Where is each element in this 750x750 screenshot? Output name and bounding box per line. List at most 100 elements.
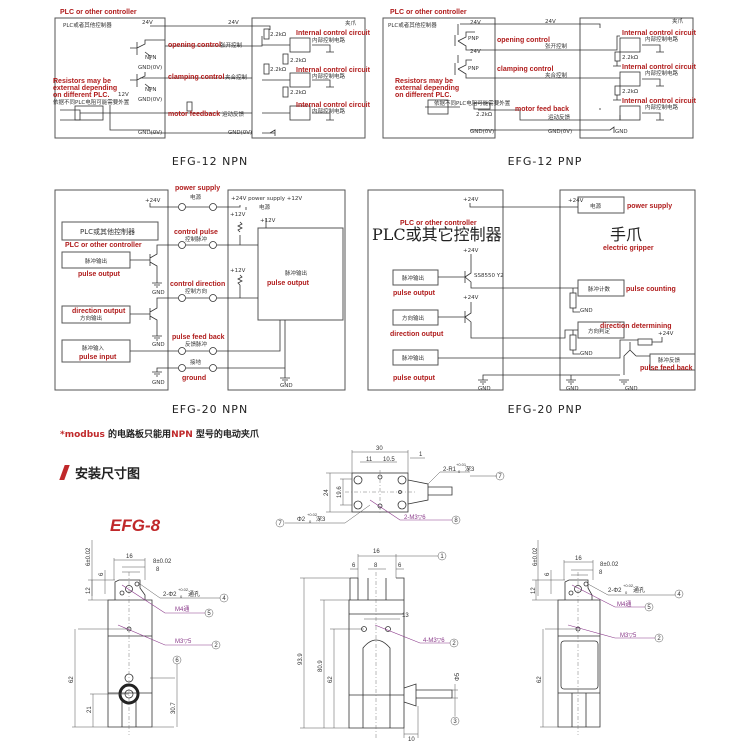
gripper-box bbox=[559, 189, 696, 391]
internal-circuit-label: Internal control circuit bbox=[296, 30, 371, 37]
efg8-left-view: 16 8±0.02 8 6±0.02 6 12 2-Φ2 +0.02 0 通孔 … bbox=[69, 540, 229, 735]
ground-icon bbox=[609, 44, 664, 133]
callout-5: 5 bbox=[644, 602, 654, 612]
power-cn: 电源 bbox=[590, 202, 602, 210]
callout-1: 1 bbox=[437, 551, 447, 561]
pulse-input-cn: 脉冲输入 bbox=[82, 344, 105, 352]
gnd-label: GND(0V) bbox=[470, 129, 494, 135]
callout-7: 7 bbox=[275, 518, 285, 528]
callout-number: 4 bbox=[677, 592, 681, 598]
optocoupler-icon bbox=[619, 71, 641, 87]
plc-label-en: PLC or other controller bbox=[60, 9, 137, 16]
pulse-feedback-cn: 反馈脉冲 bbox=[185, 340, 208, 348]
resistor-note: on different PLC. bbox=[395, 92, 451, 99]
callout-number: 5 bbox=[647, 605, 651, 611]
direction-output-cn: 方向输出 bbox=[80, 314, 102, 322]
callout-3: 3 bbox=[450, 716, 460, 726]
dim-label: 6 bbox=[545, 572, 551, 576]
gripper-label-en: electric gripper bbox=[603, 245, 654, 252]
resistor-note: external depending bbox=[53, 85, 117, 92]
ground-icon bbox=[269, 44, 334, 136]
voltage-label: 24V bbox=[228, 20, 239, 26]
plc-name-cn: PLC或其他控制器 bbox=[80, 227, 135, 236]
dim-width: 16 bbox=[126, 554, 133, 560]
dim-width: 16 bbox=[373, 549, 380, 555]
power-box bbox=[577, 196, 625, 214]
optocoupler-icon bbox=[289, 37, 311, 53]
callout-number: 3 bbox=[453, 719, 457, 725]
callout-7: 7 bbox=[495, 471, 505, 481]
motor-feedback-cn: 运动反馈 bbox=[222, 110, 245, 118]
clamping-control-label: clamping control bbox=[497, 66, 553, 73]
dim-label: 8 bbox=[599, 570, 603, 576]
plc-label-cn: PLC或其它控制器 bbox=[372, 225, 502, 244]
efg8-top-view: 30 11 10.5 1 24 19.6 2-R1 +0.01 0 深3 Φ2 … bbox=[275, 446, 505, 528]
note-text: 型号的电动夹爪 bbox=[192, 430, 259, 440]
pulse-feedback-box bbox=[649, 353, 696, 371]
direction-output-box bbox=[61, 305, 131, 324]
power-supply-cn: 电源 bbox=[190, 193, 202, 201]
pulse-module-cn: 脉冲输出 bbox=[285, 269, 307, 277]
voltage-label: +24V bbox=[658, 331, 674, 337]
plc-label-en: PLC or other controller bbox=[390, 9, 467, 16]
dim-label: 2-R1 bbox=[443, 467, 457, 473]
callout-2: 2 bbox=[449, 638, 459, 648]
dim-height: 93.9 bbox=[298, 653, 304, 665]
internal-circuit-label: Internal control circuit bbox=[622, 98, 697, 105]
callout-number: 6 bbox=[175, 658, 179, 664]
dim-width: 30 bbox=[376, 446, 383, 452]
connector-terminals bbox=[178, 203, 217, 372]
dim-label: 6 bbox=[352, 563, 356, 569]
diagram-title: EFG-12 NPN bbox=[172, 155, 248, 168]
section-heading: 安装尺寸图 bbox=[59, 463, 140, 482]
dim-width: 16 bbox=[575, 556, 582, 562]
callout-number: 1 bbox=[440, 554, 444, 560]
callout-number: 2 bbox=[657, 636, 661, 642]
callout-number: 7 bbox=[498, 474, 502, 480]
direction-determining-label: direction determining bbox=[600, 323, 672, 330]
gripper-power-cn: 电源 bbox=[259, 203, 271, 211]
voltage-label: +24V bbox=[463, 295, 479, 301]
voltage-label: 24V bbox=[142, 20, 153, 26]
gripper-power-label: +24V power supply +12V bbox=[231, 196, 302, 202]
control-direction-cn: 控制方向 bbox=[185, 287, 207, 295]
internal-circuit-cn: 内部控制电路 bbox=[645, 103, 679, 111]
resistor-note: external depending bbox=[395, 85, 459, 92]
note-modbus: *modbus bbox=[60, 430, 105, 440]
control-pulse-cn: 控制脉冲 bbox=[185, 235, 208, 243]
ground-icon bbox=[478, 379, 629, 385]
clamping-control-cn: 夹合控制 bbox=[225, 73, 248, 81]
plc-box bbox=[367, 189, 504, 391]
direction-output-label: direction output bbox=[72, 308, 126, 315]
pulse-output-box-2 bbox=[392, 349, 439, 366]
dim-height: 24 bbox=[324, 489, 330, 496]
ground-label: ground bbox=[182, 375, 206, 382]
motor-feedback-cn: 运动反馈 bbox=[548, 113, 571, 121]
voltage-label: 24V bbox=[470, 49, 481, 55]
callout-number: 4 bbox=[222, 596, 226, 602]
gnd-label: GND bbox=[566, 386, 579, 392]
pulse-output-cn: 脉冲输出 bbox=[85, 257, 107, 265]
callout-8: 8 bbox=[451, 515, 461, 525]
dim-label: Φ5 bbox=[455, 672, 461, 681]
dim-label: 12 bbox=[531, 587, 537, 594]
dim-label: 8 bbox=[374, 563, 378, 569]
resistor-value: 2.2kΩ bbox=[476, 112, 492, 118]
optocoupler-icon bbox=[74, 105, 104, 121]
tolerance-label: 0 bbox=[625, 590, 628, 595]
opening-control-cn: 张开控制 bbox=[545, 42, 568, 50]
gnd-label: GND bbox=[580, 351, 593, 357]
callout-5: 5 bbox=[204, 608, 214, 618]
tolerance-label: +0.02 bbox=[307, 512, 318, 517]
voltage-label: +24V bbox=[145, 198, 161, 204]
dim-label: 13 bbox=[402, 613, 409, 619]
gnd-label: GND bbox=[478, 386, 491, 392]
internal-circuit-label: Internal control circuit bbox=[622, 64, 697, 71]
internal-circuit-label: Internal control circuit bbox=[296, 102, 371, 109]
dim-height: 30.7 bbox=[171, 702, 177, 714]
plc-label-cn: PLC或者其他控制器 bbox=[388, 21, 437, 29]
resistor-value: 2.2kΩ bbox=[270, 32, 286, 38]
dim-label: M3▽5 bbox=[175, 639, 192, 645]
note-npn: NPN bbox=[171, 430, 193, 440]
